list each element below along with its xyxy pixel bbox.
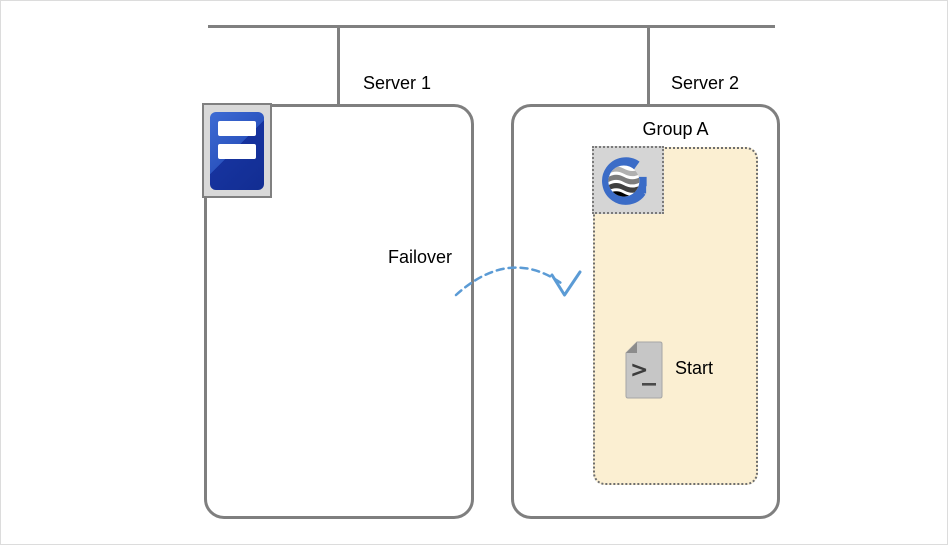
server-tower-slot xyxy=(218,120,256,136)
start-label: Start xyxy=(675,358,714,378)
g-logo-application-icon xyxy=(592,146,664,214)
script-file-svg: > xyxy=(625,341,663,399)
g-logo-svg xyxy=(602,157,647,205)
g-letter-stem xyxy=(637,177,647,194)
server-tower-icon xyxy=(202,103,272,198)
sphere-stripes xyxy=(608,166,640,197)
server-tower-slot xyxy=(218,143,256,159)
g-letter-arc xyxy=(602,157,646,205)
failover-label: Failover xyxy=(388,247,453,267)
cursor-underscore xyxy=(642,383,656,386)
server2-label: Server 2 xyxy=(671,73,740,93)
prompt-glyph: > xyxy=(630,358,648,383)
server1-label: Server 1 xyxy=(363,73,432,93)
script-file-icon: > xyxy=(625,341,663,399)
group-a-label: Group A xyxy=(642,119,709,139)
server-tower-body xyxy=(210,111,264,190)
document-fold xyxy=(626,342,637,353)
